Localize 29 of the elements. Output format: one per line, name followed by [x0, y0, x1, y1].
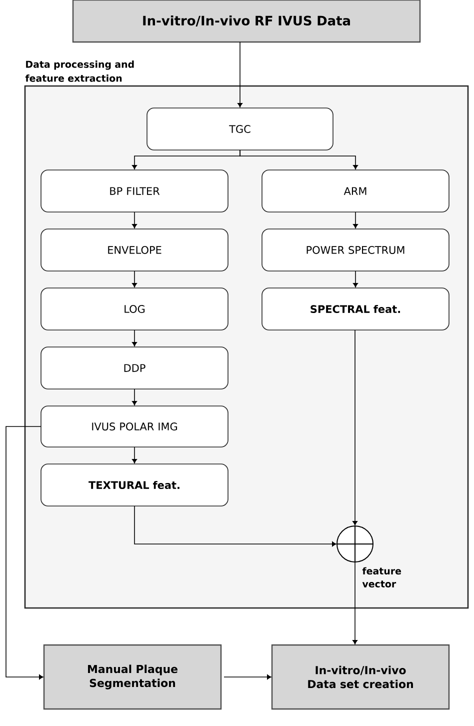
arrow	[132, 446, 137, 464]
process-box: ENVELOPE	[40, 228, 228, 272]
arrow	[132, 270, 137, 288]
panel-heading: Data processing and feature extraction	[25, 60, 134, 82]
arrow	[240, 150, 358, 170]
arrow	[134, 506, 336, 546]
arrow	[352, 562, 358, 644]
arrow	[353, 212, 358, 228]
node-caption: feature vector	[362, 567, 402, 588]
process-box: LOG	[40, 288, 228, 330]
arrow	[238, 42, 242, 108]
process-box: BP FILTER	[40, 170, 228, 212]
feature-box: TEXTURAL feat.	[40, 464, 228, 506]
input-box: In-vitro/In-vivo RF IVUS Data	[72, 0, 421, 43]
output-box: Manual Plaque Segmentation	[43, 644, 222, 710]
process-box: IVUS POLAR IMG	[40, 406, 228, 448]
process-box: POWER SPECTRUM	[262, 228, 450, 272]
feature-box: SPECTRAL feat.	[262, 288, 450, 330]
process-box: ARM	[262, 170, 450, 212]
process-box: DDP	[40, 346, 228, 390]
arrow	[224, 674, 272, 680]
arrow	[353, 270, 358, 288]
arrow	[132, 388, 137, 406]
process-box: TGC	[146, 108, 334, 150]
output-box: In-vitro/In-vivo Data set creation	[271, 644, 450, 710]
arrow	[352, 330, 358, 526]
arrow	[132, 330, 137, 346]
arrow	[132, 212, 137, 228]
arrow	[6, 426, 44, 680]
